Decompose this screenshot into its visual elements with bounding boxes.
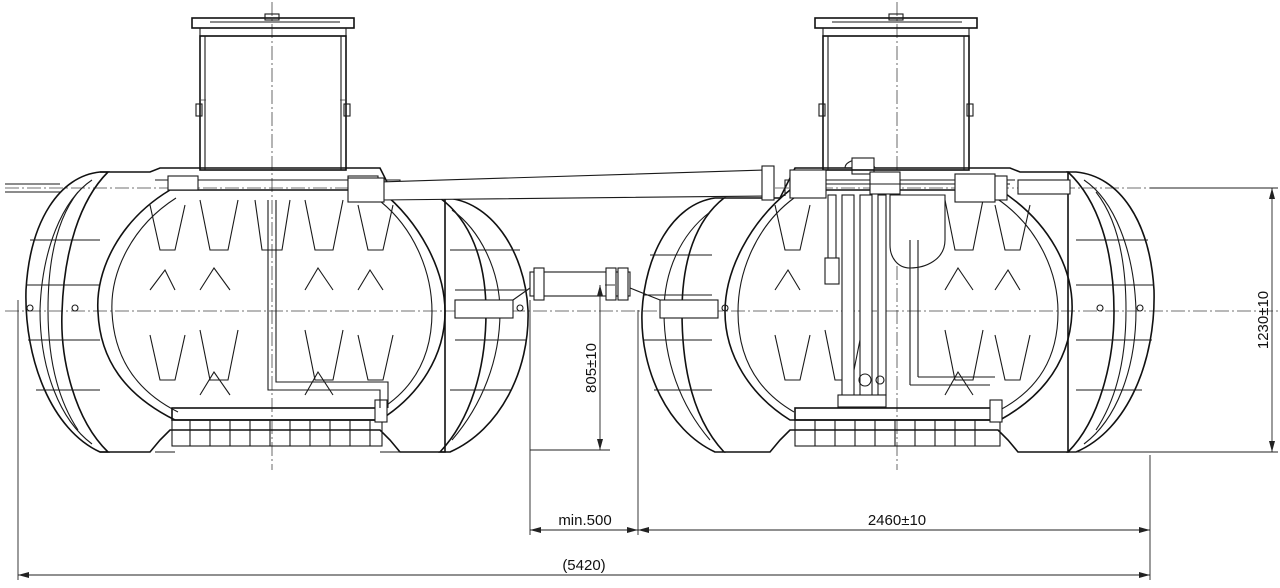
- tank-height-label: 1230±10: [1255, 291, 1272, 349]
- left-access-shaft: [191, 13, 355, 171]
- right-tank-end-cap-right: [1065, 171, 1155, 453]
- left-shaft-wall: [199, 35, 347, 171]
- upper-connecting-pipe: [379, 169, 766, 201]
- dimensions: 805±10 1230±10 min.500 2460±10 (5420): [17, 187, 1278, 580]
- inlet-height-label: 805±10: [583, 343, 600, 393]
- overall-length-label: (5420): [562, 557, 605, 574]
- right-tank-ribs: [774, 199, 1031, 396]
- connecting-pipes: [5, 165, 1071, 301]
- center-lines: [5, 2, 1278, 470]
- tank-width-label: 2460±10: [868, 512, 926, 529]
- left-tank-ribs: [149, 199, 394, 396]
- left-tank: [25, 167, 529, 453]
- left-internal-pipe: [267, 200, 381, 408]
- left-tank-body: [100, 167, 446, 453]
- right-tank-body: [724, 167, 1069, 453]
- right-shaft-wall: [822, 35, 970, 171]
- right-access-shaft: [814, 13, 978, 171]
- left-tank-inner-shell: [97, 189, 446, 421]
- left-tank-end-cap-right: [437, 197, 529, 453]
- pump-assembly: [824, 157, 995, 408]
- right-tank-end-cap-left: [641, 197, 727, 453]
- right-tank: [641, 157, 1155, 453]
- left-filter-basket: [171, 399, 388, 447]
- right-filter-basket: [794, 399, 1003, 447]
- min-gap-label: min.500: [558, 512, 611, 529]
